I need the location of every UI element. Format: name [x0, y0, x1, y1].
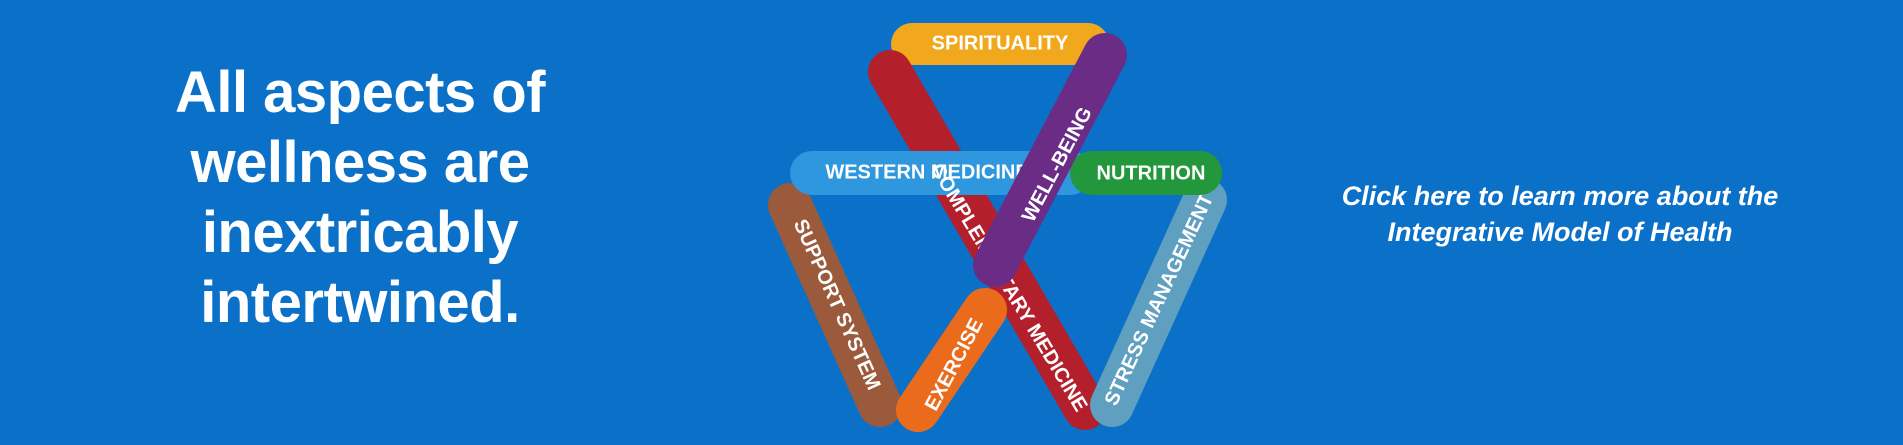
- ribbon-label-spirituality: SPIRITUALITY: [932, 32, 1069, 54]
- ribbon-label-western-medicine: WESTERN MEDICINE: [825, 161, 1028, 183]
- ribbon-exercise[interactable]: EXERCISE: [896, 288, 1007, 432]
- headline: All aspects of wellness are inextricably…: [110, 58, 610, 338]
- learn-more-line-1: Click here to learn more about the: [1341, 181, 1779, 211]
- ribbon-spirituality[interactable]: SPIRITUALITY: [891, 23, 1109, 65]
- headline-line: intertwined.: [200, 270, 520, 335]
- headline-line: wellness are: [190, 130, 531, 195]
- learn-more-link[interactable]: Click here to learn more about the Integ…: [1300, 178, 1820, 250]
- ribbon-label-stress-management: STRESS MANAGEMENT: [1101, 190, 1219, 409]
- ribbon-nutrition[interactable]: NUTRITION: [1070, 151, 1222, 195]
- ribbon-label-support-system: SUPPORT SYSTEM: [789, 216, 885, 393]
- ribbon-support-system[interactable]: SUPPORT SYSTEM: [768, 183, 902, 427]
- headline-line: All aspects of: [174, 60, 546, 125]
- learn-more-line-2: Integrative Model of Health: [1387, 217, 1733, 247]
- headline-line: inextricably: [201, 200, 519, 265]
- ribbon-stress-management[interactable]: STRESS MANAGEMENT: [1090, 178, 1227, 427]
- ribbon-label-nutrition: NUTRITION: [1097, 162, 1206, 184]
